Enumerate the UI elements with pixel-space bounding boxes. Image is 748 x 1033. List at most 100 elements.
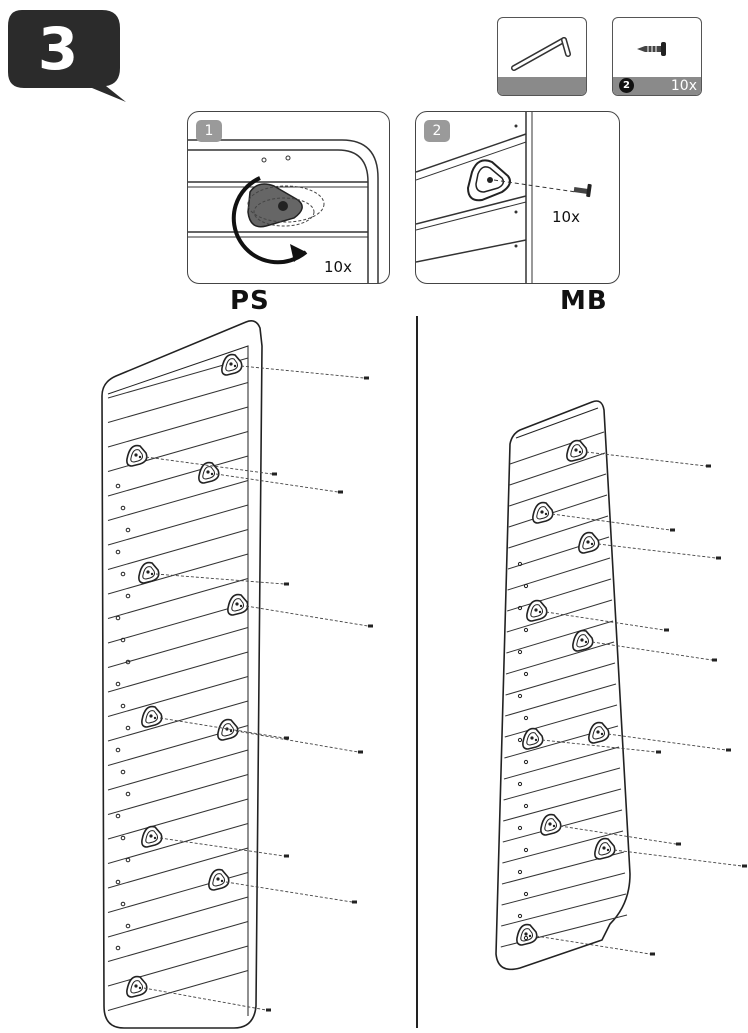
panel-hole bbox=[125, 527, 131, 533]
detail-tag: 2 bbox=[424, 120, 450, 142]
plank-line bbox=[503, 746, 620, 780]
detail-count: 10x bbox=[552, 208, 580, 226]
screw-guide-line bbox=[597, 543, 717, 559]
screw-icon bbox=[364, 376, 369, 380]
screw-icon bbox=[284, 582, 289, 586]
panel-hole bbox=[125, 857, 131, 863]
mount-bracket bbox=[217, 718, 239, 741]
panel-mb-outline bbox=[495, 400, 631, 971]
plank-line bbox=[107, 627, 249, 668]
panel-label-ps: PS bbox=[230, 286, 270, 316]
screw-icon bbox=[338, 490, 343, 494]
screw-guide-line bbox=[215, 473, 339, 493]
plank-line bbox=[107, 406, 249, 448]
panel-hole bbox=[523, 627, 529, 633]
panel-divider bbox=[416, 316, 418, 1028]
plank-line bbox=[107, 529, 249, 570]
screw-icon bbox=[656, 750, 661, 754]
detail-view-1: 1 10x bbox=[187, 111, 390, 284]
plank-line bbox=[107, 504, 249, 546]
screw-icon bbox=[284, 854, 289, 858]
panel-hole bbox=[115, 549, 121, 555]
plank-line bbox=[507, 578, 612, 612]
plank-line bbox=[508, 515, 609, 549]
screw-icon bbox=[706, 464, 711, 468]
plank-line bbox=[107, 774, 249, 815]
plank-line bbox=[506, 599, 613, 633]
panel-hole bbox=[120, 571, 126, 577]
screw-icon bbox=[726, 748, 731, 752]
plank-line bbox=[506, 620, 614, 654]
plank-line bbox=[107, 651, 249, 693]
panel-hole bbox=[120, 769, 126, 775]
detail-tag: 1 bbox=[196, 120, 222, 142]
panel-hole bbox=[517, 869, 523, 875]
screw-guide-line bbox=[240, 365, 365, 379]
step-number-badge bbox=[8, 10, 126, 102]
part-screw: 2 10x bbox=[612, 17, 702, 96]
step-number: 3 bbox=[37, 15, 79, 83]
panel-hole bbox=[523, 715, 529, 721]
mount-bracket bbox=[141, 825, 163, 848]
detail-2-drawing bbox=[416, 112, 592, 283]
plank-line bbox=[508, 494, 608, 528]
screw-guide-line bbox=[159, 717, 285, 739]
screw-icon bbox=[670, 528, 675, 532]
screw-guide-line bbox=[559, 825, 677, 845]
panel-hole bbox=[517, 781, 523, 787]
screw-icon bbox=[716, 556, 721, 560]
panel-hole bbox=[517, 737, 523, 743]
mount-bracket bbox=[198, 461, 220, 484]
mount-bracket bbox=[522, 727, 544, 750]
mount-bracket bbox=[594, 837, 616, 860]
plank-line bbox=[509, 473, 607, 507]
panel-hole bbox=[115, 681, 121, 687]
screw-guide-line bbox=[535, 935, 651, 955]
panel-hole bbox=[125, 725, 131, 731]
plank-line bbox=[505, 683, 617, 717]
mount-bracket bbox=[141, 705, 163, 728]
screw-icon bbox=[266, 1008, 271, 1012]
panel-hole bbox=[517, 693, 523, 699]
panel-hole bbox=[523, 847, 529, 853]
panel-ps-edge bbox=[107, 345, 249, 1016]
plank-line bbox=[107, 676, 249, 717]
plank-line bbox=[107, 553, 249, 595]
panel-hole bbox=[125, 791, 131, 797]
plank-line bbox=[107, 602, 249, 644]
screw-icon bbox=[650, 952, 655, 956]
screw-icon bbox=[352, 900, 357, 904]
panel-hole bbox=[115, 879, 121, 885]
panel-hole bbox=[120, 505, 126, 511]
panel-hole bbox=[125, 659, 131, 665]
screw-guide-line bbox=[235, 730, 359, 753]
mount-bracket bbox=[138, 561, 160, 584]
screw-icon bbox=[742, 864, 747, 868]
part-footer bbox=[613, 77, 701, 95]
mount-bracket bbox=[227, 593, 249, 616]
mount-bracket bbox=[540, 813, 562, 836]
plank-line bbox=[505, 641, 615, 675]
screw-icon bbox=[368, 624, 373, 628]
panel-hole bbox=[115, 615, 121, 621]
panel-mb-edge bbox=[515, 407, 599, 439]
panel-hole bbox=[523, 583, 529, 589]
screw-guide-line bbox=[613, 849, 743, 867]
mount-bracket bbox=[126, 444, 148, 467]
allen-key-icon bbox=[511, 37, 571, 71]
plank-line bbox=[107, 823, 249, 864]
plank-line bbox=[107, 480, 249, 521]
screw-guide-line bbox=[155, 573, 285, 585]
screw-guide-line bbox=[225, 881, 353, 903]
screw-guide-line bbox=[143, 987, 267, 1011]
screw-guide-line bbox=[145, 456, 273, 475]
part-footer bbox=[498, 77, 586, 95]
detail-count: 10x bbox=[324, 258, 352, 276]
panel-hole bbox=[523, 803, 529, 809]
panel-hole bbox=[115, 747, 121, 753]
plank-line bbox=[504, 704, 618, 738]
panel-hole bbox=[523, 759, 529, 765]
screw-icon bbox=[358, 750, 363, 754]
panel-hole bbox=[523, 891, 529, 897]
panel-hole bbox=[115, 813, 121, 819]
